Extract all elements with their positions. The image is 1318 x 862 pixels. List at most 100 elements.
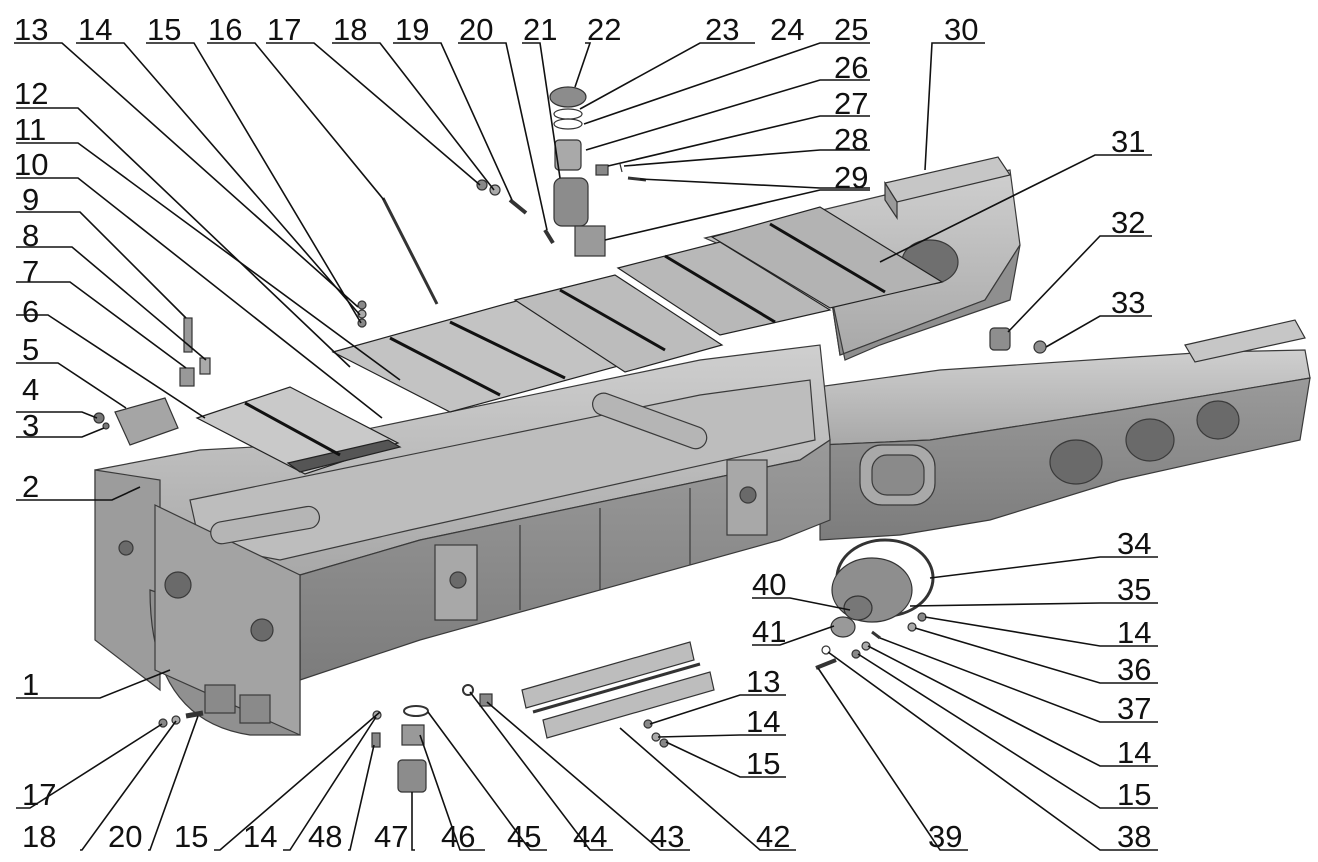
callout-15-top: 15 <box>147 12 181 47</box>
callout-labels: 1 2 3 4 5 6 7 8 9 10 11 12 13 14 15 16 1… <box>14 12 1151 854</box>
support-block <box>114 397 179 446</box>
callout-12: 12 <box>14 76 48 111</box>
front-flange-1 <box>204 684 236 714</box>
bolt-3 <box>102 422 110 430</box>
callout-39: 39 <box>928 819 962 854</box>
pin-20b <box>185 710 204 719</box>
nut-4 <box>93 412 105 424</box>
callout-38: 38 <box>1117 819 1151 854</box>
callout-10: 10 <box>14 147 48 182</box>
filter-25 <box>554 139 582 171</box>
callout-15-mid: 15 <box>746 746 780 781</box>
callout-1: 1 <box>22 667 39 702</box>
callout-18-bottom: 18 <box>22 819 56 854</box>
callout-31: 31 <box>1111 124 1145 159</box>
pin-8 <box>199 357 211 375</box>
pin-20 <box>543 228 555 245</box>
plate-seams <box>244 222 886 457</box>
front-flange-2 <box>239 694 271 724</box>
ring-45 <box>462 684 474 696</box>
cross-tube-2 <box>210 505 321 545</box>
pin-27 <box>619 163 623 173</box>
side-pad-2-hole <box>739 486 757 504</box>
callout-8: 8 <box>22 218 39 253</box>
callout-14-right-a: 14 <box>1117 615 1151 650</box>
callout-18-top: 18 <box>333 12 367 47</box>
clamp-48 <box>371 732 381 748</box>
front-end-plate <box>94 469 161 692</box>
sleeve-47 <box>397 759 427 793</box>
callout-5: 5 <box>22 332 39 367</box>
callout-19: 19 <box>395 12 429 47</box>
main-frame-side <box>299 438 831 681</box>
callout-15-bottom: 15 <box>174 819 208 854</box>
leader-lines <box>14 42 1158 851</box>
callout-20-top: 20 <box>459 12 493 47</box>
callout-45: 45 <box>507 819 541 854</box>
cover-plates <box>195 206 944 475</box>
neck-21 <box>553 177 589 227</box>
callout-44: 44 <box>573 819 607 854</box>
machine-frame <box>94 169 1311 736</box>
callout-20-bottom: 20 <box>108 819 142 854</box>
washer-37 <box>907 622 917 632</box>
rear-upper-side <box>829 244 1021 361</box>
washer-14b <box>861 641 871 651</box>
callout-21: 21 <box>523 12 557 47</box>
hub-40 <box>843 595 873 621</box>
callout-13-top: 13 <box>14 12 48 47</box>
callout-26: 26 <box>834 50 868 85</box>
callout-33: 33 <box>1111 285 1145 320</box>
callout-32: 32 <box>1111 205 1145 240</box>
nut-15b <box>851 649 861 659</box>
bolt-9 <box>183 317 193 353</box>
callout-37: 37 <box>1117 691 1151 726</box>
callout-29: 29 <box>834 160 868 195</box>
callout-28: 28 <box>834 122 868 157</box>
callout-2: 2 <box>22 469 39 504</box>
plug-33 <box>1033 340 1047 354</box>
cover-plate-strip <box>286 439 402 473</box>
stud-19 <box>508 198 528 215</box>
callout-27: 27 <box>834 86 868 121</box>
nut-36 <box>917 612 927 622</box>
callout-13-mid: 13 <box>746 664 780 699</box>
pump-46 <box>401 724 425 746</box>
callout-9: 9 <box>22 182 39 217</box>
callout-24: 24 <box>770 12 804 47</box>
front-hole-1 <box>164 571 192 599</box>
callout-23: 23 <box>705 12 739 47</box>
callout-14-mid: 14 <box>746 704 780 739</box>
callout-46: 46 <box>441 819 475 854</box>
bolt-36b <box>871 630 881 640</box>
ring-46 <box>403 705 429 717</box>
nut-13 <box>357 300 367 310</box>
callout-25: 25 <box>834 12 868 47</box>
callout-17-top: 17 <box>267 12 301 47</box>
washer-18b <box>171 715 181 725</box>
callout-16: 16 <box>208 12 242 47</box>
strip-seam <box>532 662 701 714</box>
callout-7: 7 <box>22 254 39 289</box>
arm-hole-2 <box>1125 418 1175 462</box>
cap-41 <box>830 616 856 638</box>
ring-38 <box>821 645 831 655</box>
callout-3: 3 <box>22 408 39 443</box>
side-pad-1-hole <box>449 571 467 589</box>
front-hole-3 <box>118 540 134 556</box>
flange-29 <box>574 225 606 257</box>
cover-plate-rear-1 <box>616 241 832 336</box>
callout-14-top: 14 <box>78 12 112 47</box>
top-rail-30-side <box>884 180 898 220</box>
callout-35: 35 <box>1117 572 1151 607</box>
inspection-port <box>871 454 925 496</box>
callout-30: 30 <box>944 12 978 47</box>
plug-32 <box>989 327 1011 351</box>
arm-hole-3 <box>1196 400 1240 440</box>
cross-tube-1 <box>592 392 708 450</box>
callout-34: 34 <box>1117 526 1151 561</box>
callout-11: 11 <box>14 112 46 147</box>
nut-17 <box>476 179 488 191</box>
callout-6: 6 <box>22 294 39 329</box>
